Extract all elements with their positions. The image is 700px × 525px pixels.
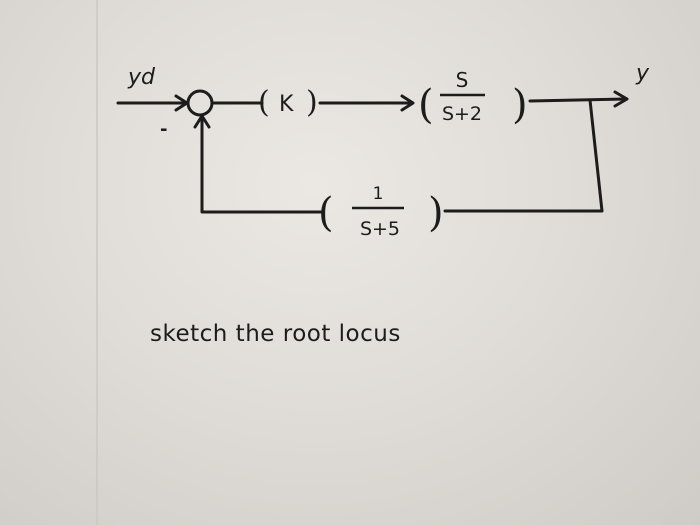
summing-junction — [186, 89, 214, 117]
feedback-denominator: S+5 — [360, 218, 400, 240]
feedback-numerator: 1 — [373, 184, 384, 204]
instruction-text: sketch the root locus — [150, 321, 401, 347]
input-label: yd — [127, 65, 156, 90]
plant-right-paren: ) — [512, 82, 528, 128]
plant-denominator: S+2 — [442, 103, 482, 125]
output-arrowhead — [613, 90, 629, 108]
feedback-right-paren: ) — [428, 190, 444, 236]
plant-left-paren: ( — [418, 82, 434, 128]
plant-input-arrowhead — [400, 94, 415, 112]
feedback-wire-left — [200, 115, 324, 214]
output-label: y — [635, 61, 650, 86]
gain-right-paren: ) — [306, 85, 318, 120]
feedback-arrowhead — [193, 114, 211, 129]
negative-feedback-sign: - — [160, 119, 167, 140]
feedback-left-paren: ( — [318, 190, 334, 236]
gain-label: K — [279, 92, 294, 117]
gain-left-paren: ( — [258, 85, 270, 120]
plant-numerator: S — [456, 68, 469, 92]
output-arrow — [528, 97, 628, 103]
feedback-wire-right — [443, 98, 604, 213]
